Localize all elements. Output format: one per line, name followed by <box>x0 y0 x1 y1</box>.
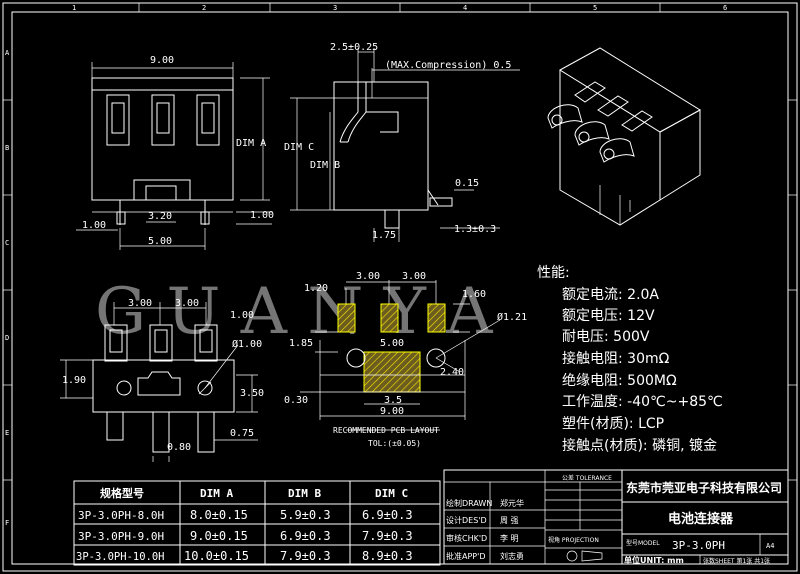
table-cell: 3P-3.0PH-10.0H <box>76 551 165 563</box>
pcb-dim-500: 5.00 <box>380 338 404 349</box>
front-dim-300a: 3.00 <box>128 298 152 309</box>
isometric-view <box>547 47 701 226</box>
frame-number-1: 1 <box>72 4 76 12</box>
table-cell: 10.0±0.15 <box>184 549 249 563</box>
pcb-dim-240: 2.40 <box>440 367 464 378</box>
spec-line: 接触点(材质): 磷铜, 镀金 <box>562 437 717 454</box>
table-cell: 9.0±0.15 <box>190 529 248 543</box>
frame-number-4: 4 <box>463 4 467 12</box>
frame-letter-b: B <box>5 144 9 152</box>
specs-heading: 性能: <box>537 265 570 281</box>
pcb-tolerance: TOL:(±0.05) <box>368 439 421 448</box>
dim-side-pitch: 2.5±0.25 <box>330 42 378 53</box>
front-dim-dia100: Ø1.00 <box>232 338 262 350</box>
table-header: DIM A <box>200 487 233 500</box>
frame-letter-e: E <box>5 429 9 437</box>
pcb-dim-120: 1.20 <box>304 283 328 294</box>
front-dim-080: 0.80 <box>167 442 191 453</box>
product-name: 电池连接器 <box>668 511 734 527</box>
table-cell: 7.9±0.3 <box>362 529 413 543</box>
frame-number-3: 3 <box>333 4 337 12</box>
dim-top-width: 9.00 <box>150 55 174 66</box>
drawn-label: 绘制DRAWN <box>446 498 492 508</box>
spec-line: 额定电流: 2.0A <box>562 287 659 303</box>
pcb-dim-030: 0.30 <box>284 395 308 406</box>
table-header: DIM B <box>288 487 321 500</box>
frame-letter-a: A <box>5 49 10 57</box>
spec-line: 工作温度: -40℃~+85℃ <box>562 394 723 410</box>
front-view <box>60 302 258 462</box>
spec-line: 接触电阻: 30mΩ <box>562 350 670 367</box>
side-view <box>290 48 520 242</box>
unit-label: 单位UNIT: mm <box>624 555 684 565</box>
dim-c-label: DIM C <box>284 142 314 153</box>
dim-100-left: 1.00 <box>82 220 106 231</box>
table-cell: 7.9±0.3 <box>280 549 331 563</box>
check-label: 审核CHK'D <box>446 533 487 543</box>
sheet-label: 张数SHEET 第1张 共1张 <box>703 557 770 565</box>
front-dim-350: 3.50 <box>240 388 264 399</box>
table-cell: 8.9±0.3 <box>362 549 413 563</box>
table-header: 规格型号 <box>100 486 144 500</box>
table-cell: 6.9±0.3 <box>362 508 413 522</box>
table-cell: 3P-3.0PH-8.0H <box>78 509 164 522</box>
front-dim-300b: 3.00 <box>175 298 199 309</box>
approve-name: 刘志勇 <box>500 551 524 561</box>
top-view <box>76 62 272 250</box>
tolerance-label: 公差 TOLERANCE <box>562 474 612 482</box>
dim-500: 5.00 <box>148 236 172 247</box>
table-cell: 6.9±0.3 <box>280 529 331 543</box>
dim-compression: (MAX.Compression) 0.5 <box>385 60 511 71</box>
pcb-dim-160: 1.60 <box>462 289 486 300</box>
pcb-title: RECOMMENDED PCB LAYOUT <box>333 426 439 435</box>
pcb-layout <box>300 280 501 431</box>
table-cell: 5.9±0.3 <box>280 508 331 522</box>
pcb-dim-dia121: Ø1.21 <box>497 311 527 323</box>
pcb-dim-185: 1.85 <box>289 338 313 349</box>
frame-letter-d: D <box>5 334 9 342</box>
front-dim-100: 1.00 <box>230 310 254 321</box>
spec-line: 绝缘电阻: 500MΩ <box>562 373 677 389</box>
table-cell: 3P-3.0PH-9.0H <box>78 530 164 543</box>
projection-symbol-icon <box>566 550 578 562</box>
pcb-dim-300a: 3.00 <box>356 271 380 282</box>
frame-letter-c: C <box>5 239 9 247</box>
watermark: G U A N Y A <box>95 275 493 349</box>
frame-number-6: 6 <box>723 4 727 12</box>
dim-13: 1.3±0.3 <box>454 224 496 235</box>
projection-label: 视角 PROJECTION <box>548 536 599 544</box>
design-name: 周 强 <box>500 516 519 525</box>
dim-175: 1.75 <box>372 230 396 241</box>
model-label: 型号MODEL <box>626 539 660 547</box>
pcb-dim-900: 9.00 <box>380 406 404 417</box>
company-name: 东莞市莞亚电子科技有限公司 <box>626 480 782 495</box>
spec-line: 塑件(材质): LCP <box>562 416 664 432</box>
dim-100-right: 1.00 <box>250 210 274 221</box>
spec-line: 额定电压: 12V <box>562 308 655 324</box>
pcb-dim-35: 3.5 <box>384 395 402 406</box>
dim-a-label: DIM A <box>236 138 266 149</box>
spec-line: 耐电压: 500V <box>562 329 650 345</box>
frame-number-5: 5 <box>593 4 597 12</box>
front-dim-190: 1.90 <box>62 375 86 386</box>
sheet-size: A4 <box>766 542 774 550</box>
check-name: 李 明 <box>500 533 519 543</box>
front-dim-075: 0.75 <box>230 428 254 439</box>
pcb-dim-300b: 3.00 <box>402 271 426 282</box>
table-header: DIM C <box>375 487 408 500</box>
frame-letter-f: F <box>5 519 9 527</box>
part-number: 3P-3.0PH <box>672 539 725 552</box>
dim-b-label: DIM B <box>310 160 340 171</box>
title-block <box>443 469 789 565</box>
design-label: 设计DES'D <box>446 515 487 525</box>
spec-table <box>73 480 441 566</box>
dim-015: 0.15 <box>455 178 479 189</box>
frame-number-2: 2 <box>202 4 206 12</box>
dim-320: 3.20 <box>148 211 172 222</box>
drawn-name: 郑元华 <box>500 498 524 508</box>
approve-label: 批准APP'D <box>446 551 485 561</box>
table-cell: 8.0±0.15 <box>190 508 248 522</box>
